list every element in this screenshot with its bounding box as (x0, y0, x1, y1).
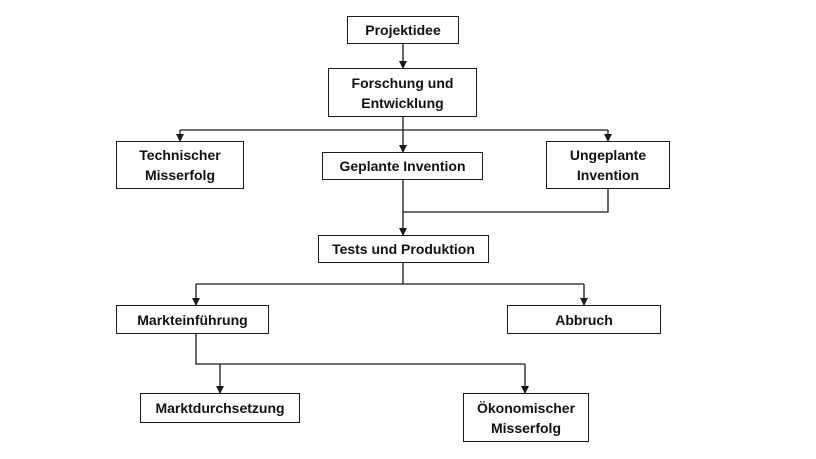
node-markteinfuehrung: Markteinführung (116, 305, 269, 334)
node-technischer-misserfolg: Technischer Misserfolg (116, 141, 244, 189)
edge-ungeplante-tests (403, 189, 609, 213)
edge-tests-split (196, 263, 584, 285)
node-marktdurchsetzung: Marktdurchsetzung (140, 393, 300, 423)
edge-markteinfuehrung-split (195, 334, 525, 365)
node-abbruch: Abbruch (507, 305, 661, 334)
edge-forschung-split (180, 117, 608, 131)
connectors (176, 44, 612, 394)
node-forschung-und-entwicklung: Forschung und Entwicklung (328, 68, 477, 117)
node-tests-und-produktion: Tests und Produktion (318, 235, 489, 263)
node-projektidee: Projektidee (347, 16, 459, 44)
node-oekonomischer-misserfolg: Ökonomischer Misserfolg (463, 393, 589, 442)
node-geplante-invention: Geplante Invention (322, 152, 483, 180)
node-ungeplante-invention: Ungeplante Invention (546, 141, 670, 189)
